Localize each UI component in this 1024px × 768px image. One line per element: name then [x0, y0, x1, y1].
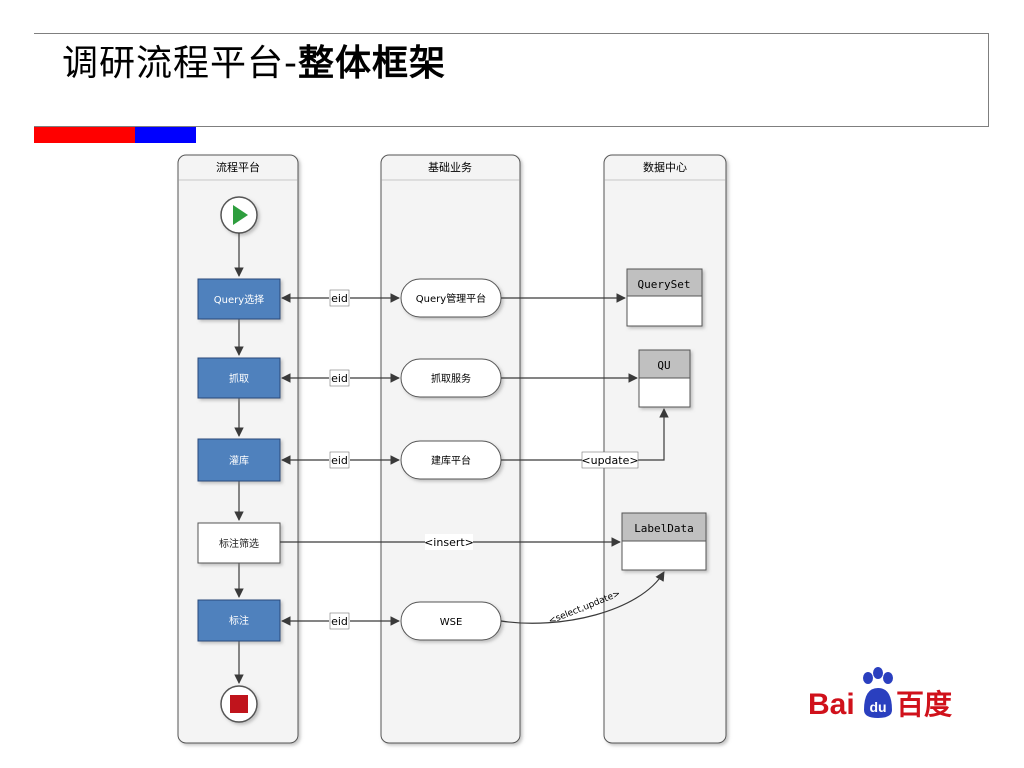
eid-label-2: eid: [331, 372, 348, 385]
service-node-crawl: 抓取服务: [400, 358, 502, 398]
svg-text:建库平台: 建库平台: [431, 454, 471, 467]
svg-text:Query管理平台: Query管理平台: [416, 292, 486, 305]
insert-label: <insert>: [424, 536, 474, 549]
svg-text:标注: 标注: [229, 614, 249, 627]
lane-datacenter: 数据中心: [603, 154, 727, 744]
eid-label-1: eid: [331, 292, 348, 305]
logo-cjk: 百度: [896, 688, 952, 721]
service-node-wse: WSE: [400, 601, 502, 641]
table-labeldata: LabelData: [621, 512, 707, 571]
svg-text:WSE: WSE: [440, 617, 463, 628]
process-node-load: 灌库: [197, 438, 281, 482]
lane-title-process: 流程平台: [216, 160, 260, 174]
svg-text:抓取服务: 抓取服务: [431, 372, 471, 385]
service-node-build: 建库平台: [400, 440, 502, 480]
play-icon: [233, 205, 248, 225]
page-title: 调研流程平台-整体框架: [62, 43, 447, 84]
start-node: [220, 196, 258, 234]
svg-text:Query选择: Query选择: [214, 293, 264, 306]
svg-text:标注筛选: 标注筛选: [219, 537, 259, 550]
paw-icon: du: [863, 667, 893, 718]
logo-latin: Bai: [808, 688, 855, 721]
svg-text:抓取: 抓取: [229, 372, 249, 385]
connectors: [280, 293, 669, 626]
svg-text:灌库: 灌库: [229, 454, 249, 467]
service-node-query-mgmt: Query管理平台: [400, 278, 502, 318]
baidu-logo: Bai du 百度: [808, 664, 988, 724]
update-label: <update>: [581, 454, 638, 467]
title-frame: [34, 33, 989, 127]
eid-label-4: eid: [331, 615, 348, 628]
svg-text:QU: QU: [657, 359, 670, 372]
logo-badge: du: [869, 699, 886, 715]
lane-title-datacenter: 数据中心: [643, 160, 687, 174]
process-node-label: 标注: [197, 599, 281, 642]
lane-title-business: 基础业务: [428, 161, 472, 174]
process-node-crawl: 抓取: [197, 357, 281, 399]
accent-bar-blue: [135, 127, 196, 143]
process-node-query: Query选择: [197, 278, 281, 320]
accent-bar-red: [34, 127, 135, 143]
eid-label-3: eid: [331, 454, 348, 467]
end-node: [220, 685, 258, 723]
svg-text:QuerySet: QuerySet: [638, 278, 691, 291]
process-node-filter: 标注筛选: [197, 522, 281, 564]
table-queryset: QuerySet: [626, 268, 703, 327]
stop-icon: [230, 695, 248, 713]
table-qu: QU: [638, 349, 691, 408]
svg-text:LabelData: LabelData: [634, 522, 694, 535]
